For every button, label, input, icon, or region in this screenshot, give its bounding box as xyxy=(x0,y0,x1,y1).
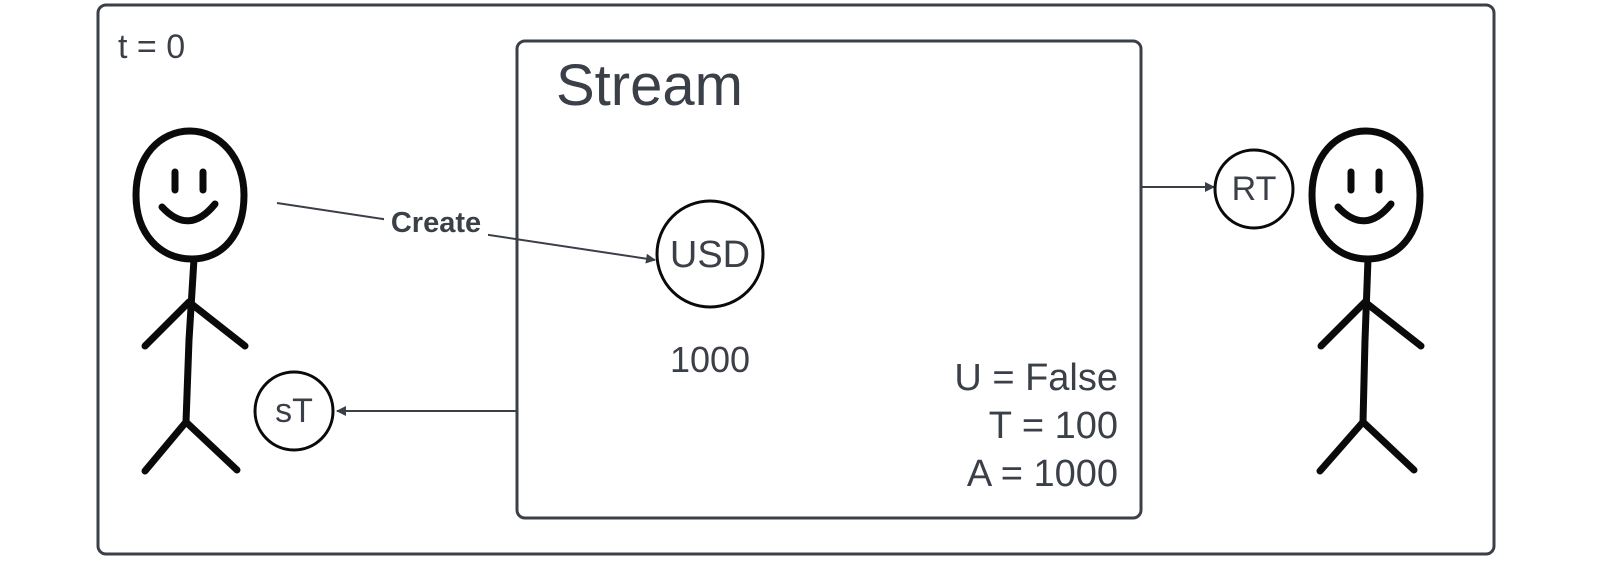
time-label: t = 0 xyxy=(118,28,185,66)
usd-token-label: USD xyxy=(670,234,750,276)
create-label-bg xyxy=(384,204,488,238)
stream-title: Stream xyxy=(556,53,743,118)
receiver-token-label: RT xyxy=(1232,170,1277,208)
state-u: U = False xyxy=(954,357,1118,399)
state-a: A = 1000 xyxy=(967,453,1118,495)
sender-token-circle[interactable] xyxy=(253,370,335,452)
usd-token-circle[interactable] xyxy=(655,199,765,309)
receiver-stick-figure-icon[interactable] xyxy=(1308,127,1425,475)
state-t: T = 100 xyxy=(989,405,1118,447)
outer-frame xyxy=(96,3,1496,556)
create-label: Create xyxy=(391,207,481,239)
sender-token-label: sT xyxy=(275,392,313,430)
receiver-token-circle[interactable] xyxy=(1213,148,1295,230)
stream-amount: 1000 xyxy=(670,339,750,380)
sender-stick-figure-icon[interactable] xyxy=(132,127,249,475)
stream-box[interactable] xyxy=(515,39,1143,520)
